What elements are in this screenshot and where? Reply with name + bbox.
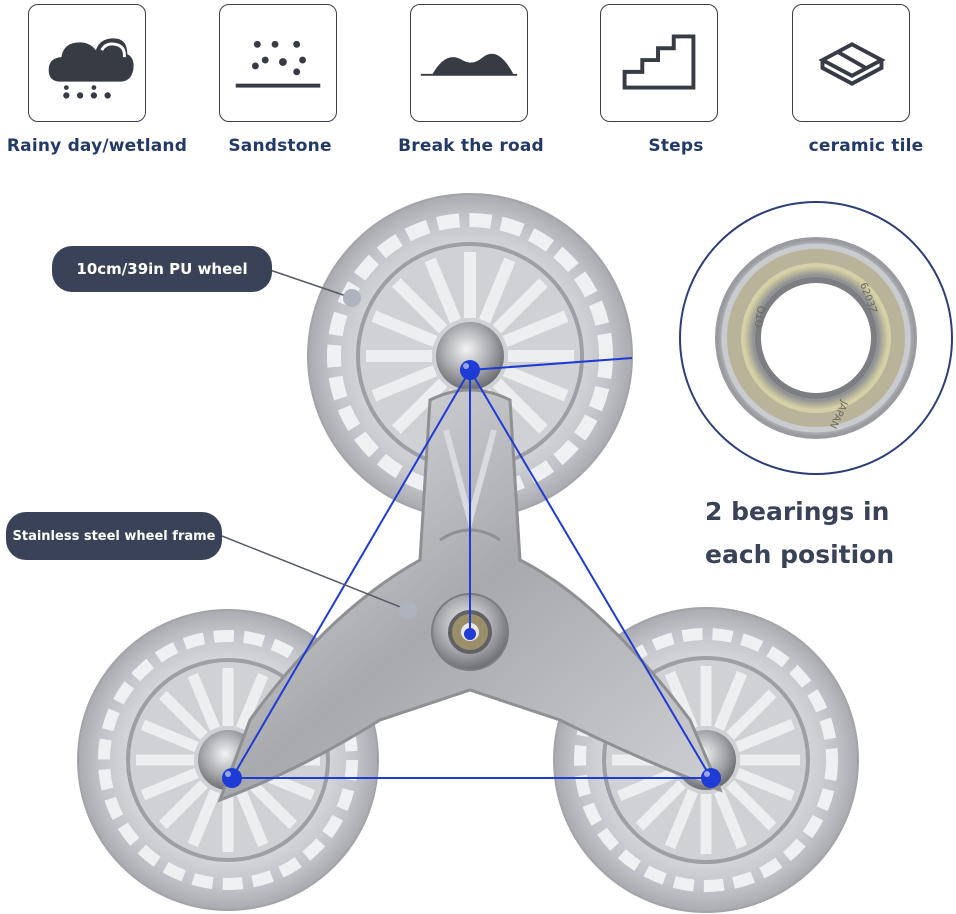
frame-callout-marker	[399, 601, 417, 619]
wheel-spoke	[235, 789, 269, 848]
wheel-spoke	[713, 671, 748, 731]
wheel-callout: 10cm/39in PU wheel	[52, 246, 272, 292]
wheel-spoke	[502, 364, 569, 402]
wheel-spoke	[617, 767, 677, 802]
bearing-note-line1: 2 bearings in	[705, 497, 890, 526]
bearing-note: 2 bearings in each position	[705, 490, 945, 576]
wheel-spoke	[492, 378, 548, 434]
rain-cloud-icon	[28, 4, 146, 122]
wheel-spoke	[187, 789, 221, 848]
surface-label-break-road: Break the road	[398, 136, 544, 156]
wheel-spoke	[424, 257, 462, 324]
wheel-spoke	[664, 789, 699, 849]
wheel-spoke	[371, 310, 438, 348]
bearing-note-line2: each position	[705, 540, 895, 569]
wheel-spoke	[140, 719, 199, 753]
wheel-spoke	[392, 278, 448, 334]
stairs-icon	[600, 4, 718, 122]
wheel-spoke	[392, 378, 448, 434]
wheel-spoke	[159, 780, 208, 829]
wheel-spoke	[371, 364, 438, 402]
wheel-spoke	[140, 767, 199, 801]
wheel-spoke	[735, 718, 795, 753]
wheel-spoke	[713, 789, 748, 849]
frame-callout: Stainless steel wheel frame	[6, 512, 222, 560]
wheel-spoke	[635, 780, 686, 831]
surface-label-steps: Steps	[648, 136, 704, 156]
wheel-callout-marker	[343, 289, 361, 307]
surface-label-rainy: Rainy day/wetland	[6, 136, 188, 156]
axle-connector-lines	[230, 357, 713, 779]
surface-label-ceramic-tile: ceramic tile	[808, 136, 924, 156]
wheel-spoke	[492, 278, 548, 334]
wheel-spoke	[159, 691, 208, 740]
wheel-spoke	[726, 689, 777, 740]
bumpy-road-icon	[410, 4, 528, 122]
wheel-spoke	[235, 672, 269, 731]
wheel-spoke	[248, 780, 297, 829]
tile-icon	[792, 4, 910, 122]
bearing-brand-text: OTQ	[754, 305, 768, 328]
wheel-spoke	[726, 780, 777, 831]
wheel-spoke	[187, 672, 221, 731]
sand-dots-icon	[219, 4, 337, 122]
wheel-spoke	[478, 257, 516, 324]
surface-label-sandstone: Sandstone	[228, 136, 332, 156]
wheel-spoke	[735, 767, 795, 802]
wheel-spoke	[502, 310, 569, 348]
bearing-detail: 6203Z JAPAN OTQ	[679, 201, 953, 475]
